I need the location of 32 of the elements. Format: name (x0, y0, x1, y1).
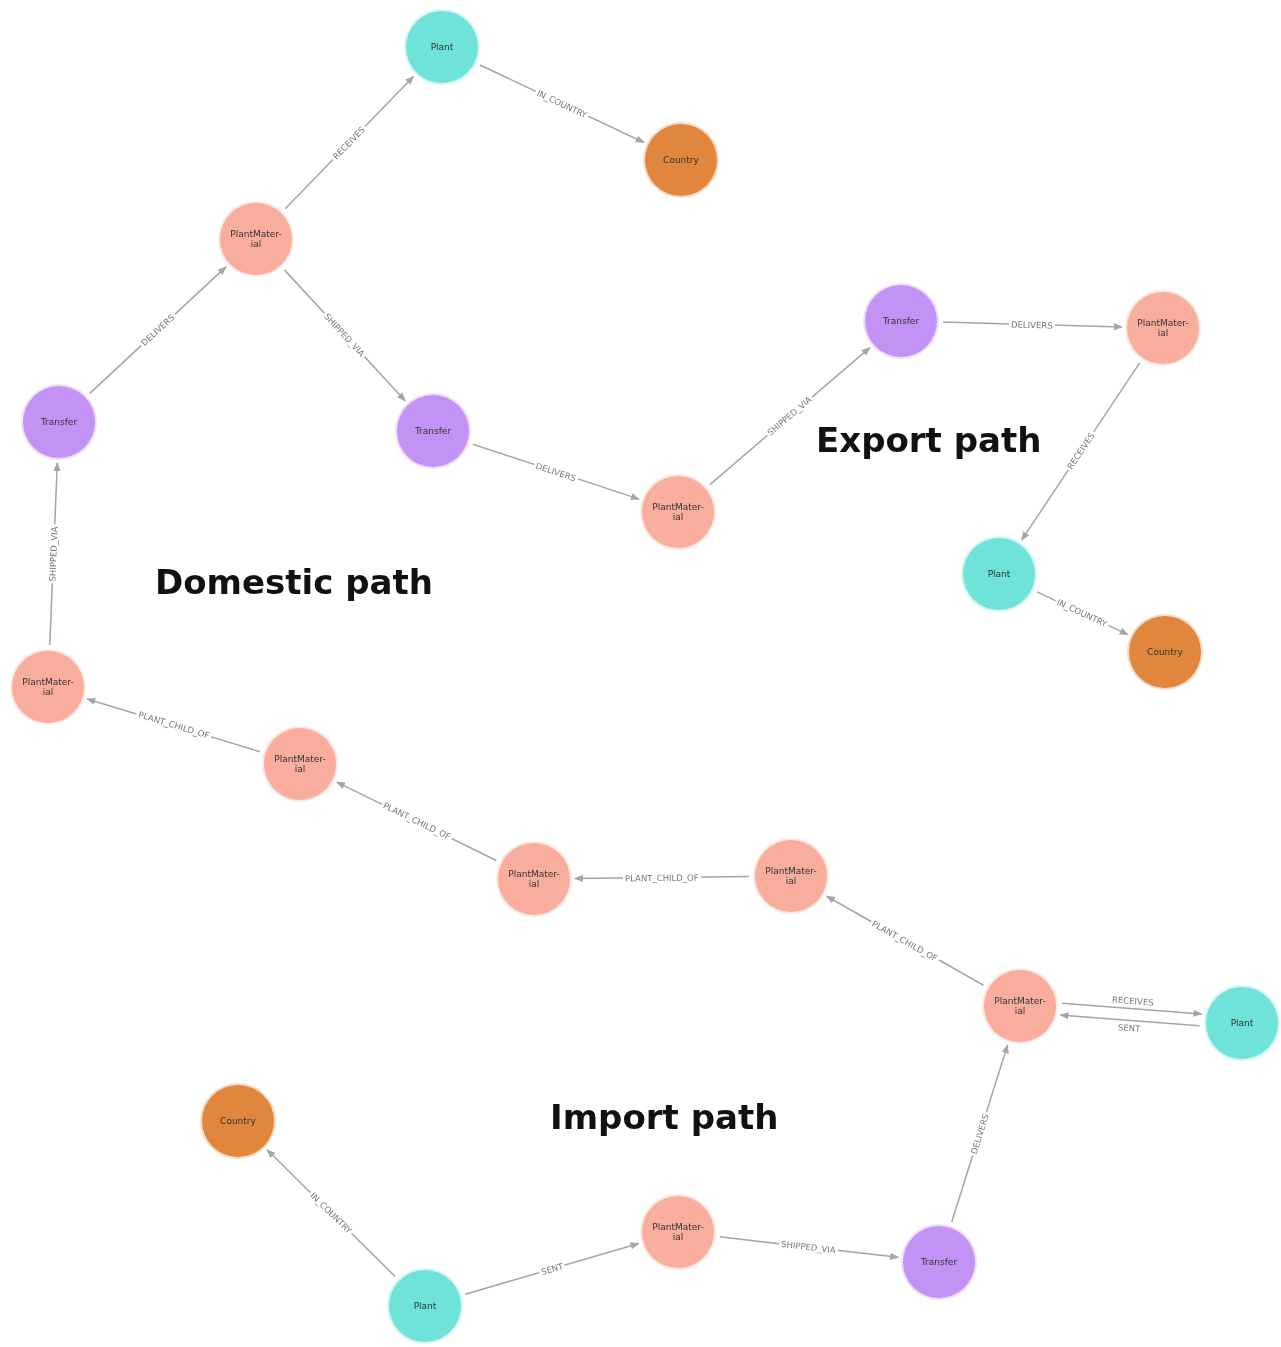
plant-material-node: PlantMater-ial (982, 968, 1058, 1044)
plant-node: Plant (387, 1268, 463, 1344)
country-node: Country (1127, 614, 1203, 690)
path-heading: Export path (816, 420, 1042, 460)
edge-label: PLANT_CHILD_OF (622, 872, 701, 883)
arrow (1061, 1002, 1203, 1017)
plant-node: Plant (1204, 985, 1280, 1061)
plant-node: Plant (961, 536, 1037, 612)
transfer-node: Transfer (863, 283, 939, 359)
edge-label: DELIVERS (1009, 318, 1056, 331)
path-heading: Domestic path (155, 562, 433, 602)
plant-material-node: PlantMater-ial (10, 649, 86, 725)
plant-material-node: PlantMater-ial (496, 841, 572, 917)
country-node: Country (200, 1083, 276, 1159)
transfer-node: Transfer (901, 1224, 977, 1300)
plant-material-node: PlantMater-ial (218, 201, 294, 277)
edge-label: SHIPPED_VIA (47, 524, 60, 584)
plant-material-node: PlantMater-ial (1125, 290, 1201, 366)
edge-label: SENT (1116, 1021, 1144, 1034)
edge-label: SENT (538, 1260, 567, 1278)
arrow (1059, 1012, 1201, 1027)
plant-material-node: PlantMater-ial (753, 838, 829, 914)
plant-material-node: PlantMater-ial (640, 1194, 716, 1270)
plant-material-node: PlantMater-ial (262, 726, 338, 802)
plant-material-node: PlantMater-ial (640, 474, 716, 550)
edge-label: SHIPPED_VIA (779, 1238, 839, 1256)
transfer-node: Transfer (395, 393, 471, 469)
transfer-node: Transfer (21, 384, 97, 460)
country-node: Country (643, 122, 719, 198)
plant-node: Plant (404, 9, 480, 85)
edge-label: RECEIVES (1109, 994, 1156, 1009)
path-heading: Import path (550, 1097, 779, 1137)
